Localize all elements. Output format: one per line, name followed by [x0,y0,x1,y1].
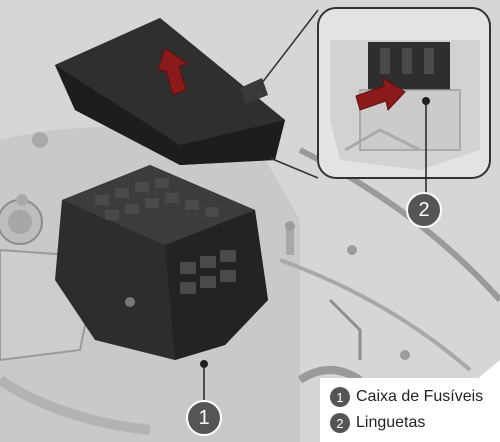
tab-detail-inset [317,7,491,196]
callout-number: 2 [418,198,430,221]
fuse-box-bolt [125,297,135,307]
legend-number: 1 [330,387,350,407]
legend-label: Caixa de Fusíveis [356,388,484,405]
legend-label: Linguetas [356,414,426,431]
fuse-box [55,165,268,360]
up-arrow-icon [157,47,190,96]
legend-item: 2 Linguetas [330,411,495,435]
legend-item: 1 Caixa de Fusíveis [330,385,495,409]
callout-badge-1: 1 [186,400,222,436]
legend: 1 Caixa de Fusíveis 2 Linguetas [330,385,495,437]
bracket-post [286,225,294,255]
callout-number: 1 [198,406,210,429]
callout-badge-2: 2 [406,192,442,228]
push-arrow-icon [355,77,406,112]
legend-number: 2 [330,413,350,433]
